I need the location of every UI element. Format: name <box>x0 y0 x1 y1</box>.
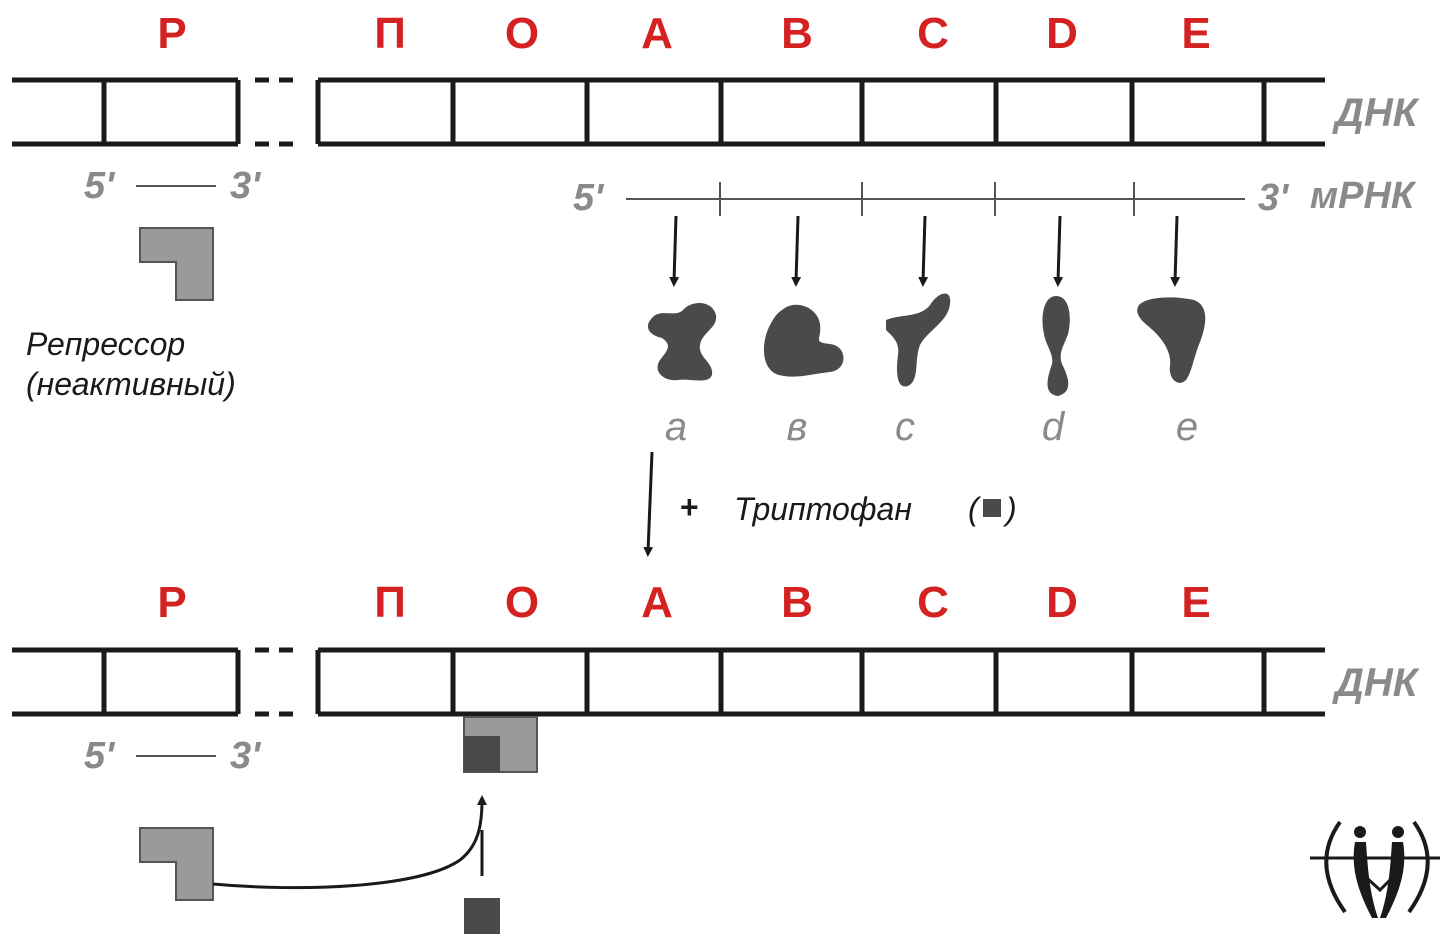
protein-d-shape <box>1042 296 1070 396</box>
protein-label-c: c <box>895 405 915 449</box>
gene-label-d-bottom: D <box>1046 578 1078 627</box>
three-prime-label: 3' <box>230 165 262 207</box>
bottom-gene-labels: P П O A B C D E <box>157 578 1210 627</box>
curved-arrow-icon <box>212 795 487 890</box>
gene-label-d: D <box>1046 9 1078 58</box>
protein-label-a: a <box>665 405 687 449</box>
down-arrow-icon <box>643 451 654 557</box>
protein-label-b: в <box>787 405 808 449</box>
repressor-label-line2: (неактивный) <box>26 366 236 402</box>
gene-label-c: C <box>917 9 949 58</box>
three-prime-label-bottom: 3' <box>230 735 262 777</box>
gene-label-e-bottom: E <box>1181 578 1210 627</box>
top-dna-strand <box>12 77 1325 147</box>
tryptophan-square <box>464 898 500 934</box>
logo-icon <box>1310 820 1440 918</box>
gene-label-p-bottom: P <box>157 578 186 627</box>
tryptophan-paren-close: ) <box>1002 491 1017 527</box>
down-arrow-icon <box>669 215 680 287</box>
protein-labels: a в c d e <box>665 405 1198 449</box>
tryptophan-plus: + <box>680 489 699 525</box>
translation-arrows <box>669 215 1181 287</box>
five-prime-label-bottom: 5' <box>84 735 116 777</box>
repressor-mrna-bottom: 5' 3' <box>84 735 262 777</box>
repressor-label-line1: Репрессор <box>26 326 185 362</box>
down-arrow-icon <box>918 215 929 287</box>
gene-label-p: P <box>157 9 186 58</box>
protein-label-d: d <box>1042 405 1066 449</box>
gene-label-b: B <box>781 9 813 58</box>
dna-label-bottom: ДНК <box>1332 661 1420 705</box>
repressor-inactive-shape-bottom <box>139 827 214 901</box>
gene-label-b-bottom: B <box>781 578 813 627</box>
gene-label-c-bottom: C <box>917 578 949 627</box>
five-prime-label: 5' <box>84 165 116 207</box>
repressor-mrna-top: 5' 3' <box>84 165 262 207</box>
mrna-three-prime: 3' <box>1258 177 1290 219</box>
protein-a-shape <box>647 303 717 381</box>
gene-label-promoter-bottom: П <box>374 578 406 627</box>
bottom-dna-strand <box>12 647 1325 717</box>
top-gene-labels: P П O A B C D E <box>157 9 1210 58</box>
gene-label-e: E <box>1181 9 1210 58</box>
gene-label-a-bottom: A <box>641 578 673 627</box>
active-repressor-complex <box>463 716 538 773</box>
gene-label-operator-bottom: O <box>505 578 539 627</box>
gene-label-operator: O <box>505 9 539 58</box>
mrna-strand: 5' 3' мРНК <box>573 175 1417 219</box>
gene-label-promoter: П <box>374 9 406 58</box>
down-arrow-icon <box>791 215 802 287</box>
mrna-label: мРНК <box>1310 175 1417 217</box>
protein-e-shape <box>1137 297 1206 383</box>
tryptophan-paren-open: ( <box>968 491 982 527</box>
repressor-inactive-shape <box>139 227 214 301</box>
dna-label-top: ДНК <box>1332 91 1420 135</box>
protein-b-shape <box>763 304 844 377</box>
bound-tryptophan-square <box>464 736 500 772</box>
protein-label-e: e <box>1176 405 1198 449</box>
tryptophan-square-legend <box>983 499 1001 517</box>
gene-label-a: A <box>641 9 673 58</box>
tryptophan-label: Триптофан <box>734 491 912 527</box>
down-arrow-icon <box>1053 215 1064 287</box>
mrna-five-prime: 5' <box>573 177 605 219</box>
proteins <box>647 293 1206 396</box>
down-arrow-icon <box>1170 215 1181 287</box>
protein-c-shape <box>886 293 951 387</box>
